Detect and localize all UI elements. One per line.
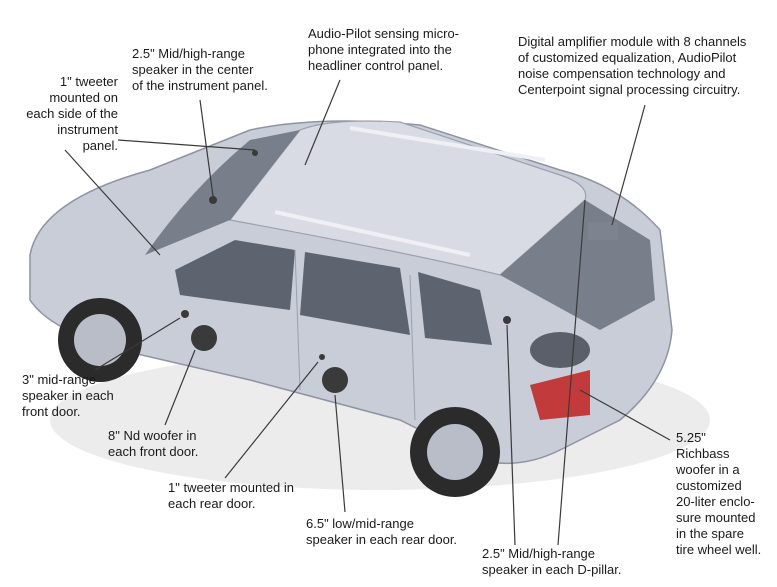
label-mid-center-panel: 2.5" Mid/high-range speaker in the cente… — [132, 46, 268, 93]
panel-tweeter-speaker — [252, 150, 258, 156]
rear-quarter-window — [418, 272, 492, 345]
windshield — [145, 130, 300, 255]
rear-door-window — [300, 252, 410, 335]
label-mid-d-pillar: 2.5" Mid/high-range speaker in each D-pi… — [482, 546, 622, 577]
rear-door-lowmid-speaker — [322, 367, 348, 393]
car-roof — [228, 120, 587, 276]
front-door-window — [175, 240, 295, 310]
d-pillar-speaker — [503, 316, 511, 324]
roof-rail — [349, 126, 546, 162]
label-richbass-woofer: 5.25" Richbass woofer in a customized 20… — [676, 430, 762, 557]
taillight — [530, 370, 590, 420]
roof-rail — [274, 210, 471, 257]
leader-lines — [64, 79, 671, 546]
label-lowmid-rear-door: 6.5" low/mid-range speaker in each rear … — [306, 516, 458, 547]
label-amplifier-module: Digital amplifier module with 8 channels… — [518, 34, 747, 97]
front-door-midrange-speaker — [181, 310, 189, 318]
richbass-woofer-enclosure — [530, 332, 590, 368]
label-tweeter-instrument-panel: 1" tweeter mounted on each side of the i… — [26, 74, 118, 153]
amplifier-module — [588, 222, 618, 240]
label-audiopilot-microphone: Audio-Pilot sensing micro- phone integra… — [308, 26, 460, 73]
front-door-woofer-speaker — [191, 325, 217, 351]
rear-door-tweeter-speaker — [319, 354, 325, 360]
label-woofer-front-door: 8" Nd woofer in each front door. — [108, 428, 199, 459]
center-panel-speaker — [209, 196, 217, 204]
label-tweeter-rear-door: 1" tweeter mounted in each rear door. — [168, 480, 295, 511]
label-midrange-front-door: 3" mid-range speaker in each front door. — [22, 372, 114, 419]
